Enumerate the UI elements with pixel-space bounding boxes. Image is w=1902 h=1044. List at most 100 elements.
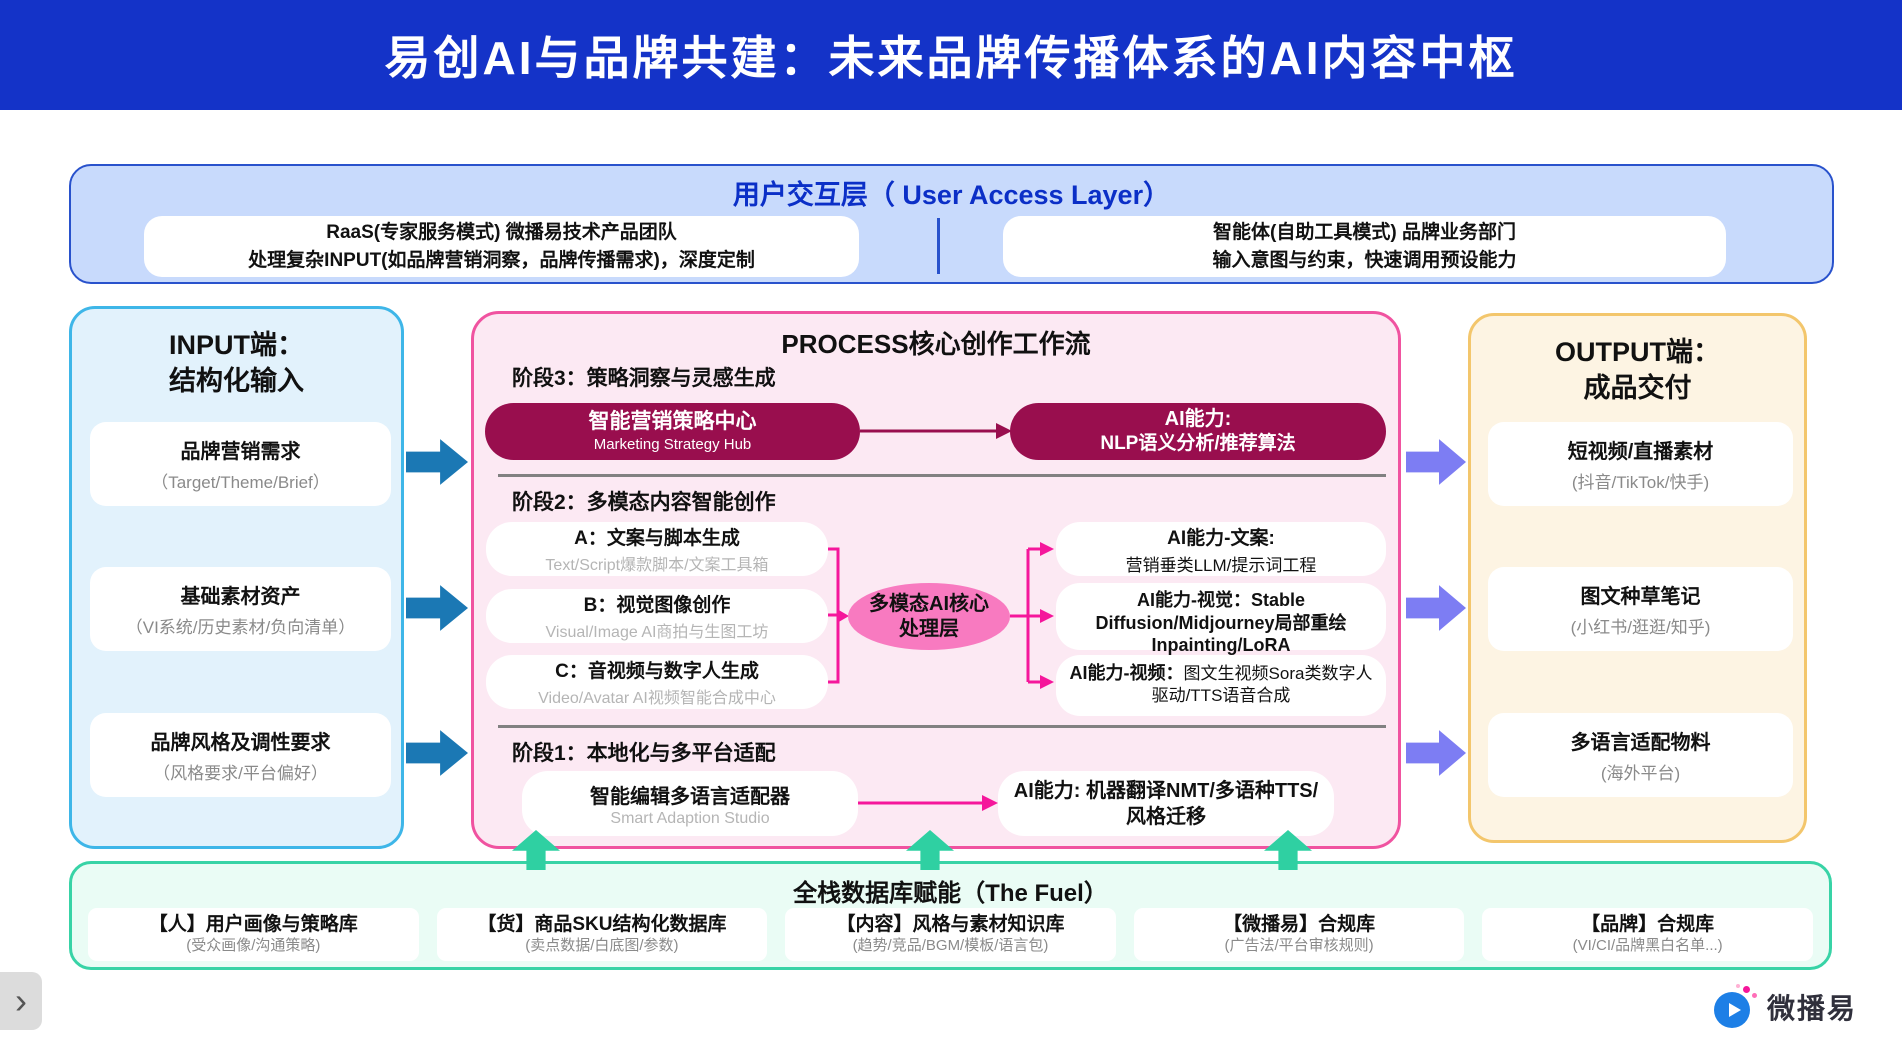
pill-subtitle: NLP语义分析/推荐算法	[1100, 433, 1296, 455]
box-title: 多语言适配物料	[1570, 732, 1711, 754]
agent-line1: 智能体(自助工具模式) 品牌业务部门	[1213, 221, 1516, 243]
box-subtitle: (卖点数据/白底图/参数)	[525, 937, 679, 954]
input-box-brand-demand: 品牌营销需求 （Target/Theme/Brief）	[90, 422, 391, 506]
page-title: 易创AI与品牌共建：未来品牌传播体系的AI内容中枢	[384, 32, 1518, 84]
stage-divider-bottom	[498, 725, 1386, 728]
ability-box-visual: AI能力-视觉：Stable Diffusion/Midjourney局部重绘 …	[1056, 583, 1386, 655]
fuel-box-content: 【内容】风格与素材知识库 (趋势/竞品/BGM/模板/语言包)	[785, 908, 1116, 961]
box-title: 基础素材资产	[180, 586, 301, 608]
box-title: AI能力-文案:	[1167, 527, 1275, 549]
process-panel: PROCESS核心创作工作流 阶段3：策略洞察与灵感生成 智能营销策略中心 Ma…	[471, 311, 1401, 849]
box-title: 品牌营销需求	[180, 441, 301, 463]
fuel-box-brand-compliance: 【品牌】合规库 (VI/CI/品牌黑白名单...)	[1482, 908, 1813, 961]
play-button-icon	[1712, 984, 1758, 1030]
box-title: 智能编辑多语言适配器	[590, 785, 790, 808]
box-subtitle: (广告法/平台审核规则)	[1224, 937, 1374, 954]
flow-arrow-output-1	[1406, 439, 1466, 485]
input-title-line2: 结构化输入	[169, 366, 304, 397]
box-title: 【货】商品SKU结构化数据库	[477, 914, 727, 936]
box-title: AI能力-视频：	[1069, 663, 1184, 683]
raas-mode-box: RaaS(专家服务模式) 微播易技术产品团队 处理复杂INPUT(如品牌营销洞察…	[144, 216, 859, 277]
stage3-label: 阶段3：策略洞察与灵感生成	[512, 367, 776, 390]
box-title: AI能力: 机器翻译NMT/多语种TTS/风格迁移	[1013, 779, 1319, 828]
logo-dot	[1752, 993, 1757, 998]
output-title-line1: OUTPUT端：	[1555, 337, 1720, 367]
input-title-line1: INPUT端：	[169, 330, 304, 360]
mode-box-video-avatar: C：音视频与数字人生成 Video/Avatar AI视频智能合成中心	[486, 655, 828, 709]
raas-line1: RaaS(专家服务模式) 微播易技术产品团队	[326, 221, 677, 243]
pill-title: 智能营销策略中心	[588, 410, 757, 434]
box-subtitle: (海外平台)	[1600, 764, 1681, 783]
input-box-brand-style: 品牌风格及调性要求 （风格要求/平台偏好）	[90, 713, 391, 797]
box-title: 【人】用户画像与策略库	[148, 914, 358, 936]
core-line2: 处理层	[899, 617, 959, 640]
vertical-divider	[937, 218, 940, 274]
user-access-layer-panel: 用户交互层（ User Access Layer） RaaS(专家服务模式) 微…	[69, 164, 1834, 284]
box-title: A：文案与脚本生成	[574, 528, 740, 549]
input-panel: INPUT端： 结构化输入 品牌营销需求 （Target/Theme/Brief…	[69, 306, 404, 849]
box-subtitle: Visual/Image AI商拍与生图工坊	[545, 624, 769, 641]
marketing-strategy-hub-pill: 智能营销策略中心 Marketing Strategy Hub	[485, 403, 860, 460]
logo-text: 微播易	[1767, 993, 1858, 1024]
logo-dot	[1736, 984, 1740, 988]
box-subtitle: 营销垂类LLM/提示词工程	[1125, 555, 1317, 575]
box-subtitle: Smart Adaption Studio	[610, 809, 770, 827]
input-panel-title: INPUT端： 结构化输入	[72, 327, 401, 400]
user-access-layer-title: 用户交互层（ User Access Layer）	[732, 180, 1171, 210]
weiboyi-logo: 微播易	[1712, 984, 1857, 1030]
box-title: 图文种草笔记	[1580, 586, 1701, 608]
prev-slide-button[interactable]: ›	[0, 972, 42, 1030]
box-title: B：视觉图像创作	[583, 595, 731, 616]
agent-mode-box: 智能体(自助工具模式) 品牌业务部门 输入意图与约束，快速调用预设能力	[1003, 216, 1726, 277]
agent-line2: 输入意图与约束，快速调用预设能力	[1212, 249, 1517, 271]
fuel-panel-title: 全栈数据库赋能（The Fuel）	[793, 880, 1108, 907]
output-box-notes: 图文种草笔记 (小红书/逛逛/知乎)	[1488, 567, 1793, 651]
box-title: 短视频/直播素材	[1567, 441, 1714, 463]
fuel-box-goods: 【货】商品SKU结构化数据库 (卖点数据/白底图/参数)	[436, 908, 768, 961]
flow-arrow-input-2	[406, 585, 468, 631]
box-subtitle: （风格要求/平台偏好）	[153, 764, 328, 783]
box-subtitle: (受众画像/沟通策略)	[186, 937, 321, 954]
fuel-box-wby-compliance: 【微播易】合规库 (广告法/平台审核规则)	[1133, 908, 1465, 961]
stage-divider-top	[498, 474, 1386, 477]
box-title: 【品牌】合规库	[1581, 914, 1715, 936]
box-subtitle: （Target/Theme/Brief）	[151, 473, 330, 492]
box-subtitle: (小红书/逛逛/知乎)	[1570, 618, 1711, 637]
box-subtitle: （VI系统/历史素材/负向清单）	[125, 618, 356, 637]
box-subtitle: Text/Script爆款脚本/文案工具箱	[545, 557, 769, 574]
fuel-row: 【人】用户画像与策略库 (受众画像/沟通策略) 【货】商品SKU结构化数据库 (…	[88, 908, 1813, 961]
logo-dot	[1743, 986, 1750, 993]
chevron-right-icon: ›	[15, 980, 27, 1021]
ability-box-video: AI能力-视频：图文生视频Sora类数字人驱动/TTS语音合成	[1056, 655, 1386, 716]
box-subtitle: 图文生视频Sora类数字人驱动/TTS语音合成	[1151, 664, 1373, 706]
output-title-line2: 成品交付	[1583, 373, 1692, 404]
smart-adaption-studio-box: 智能编辑多语言适配器 Smart Adaption Studio	[522, 771, 858, 836]
pill-subtitle: Marketing Strategy Hub	[593, 436, 752, 454]
mode-box-visual-image: B：视觉图像创作 Visual/Image AI商拍与生图工坊	[486, 589, 828, 643]
mode-box-text-script: A：文案与脚本生成 Text/Script爆款脚本/文案工具箱	[486, 522, 828, 576]
flow-arrow-input-1	[406, 439, 468, 485]
process-title: PROCESS核心创作工作流	[781, 329, 1091, 359]
flow-arrow-output-3	[1406, 730, 1466, 776]
multimodal-ai-core-node: 多模态AI核心 处理层	[848, 583, 1010, 650]
stage1-label: 阶段1：本地化与多平台适配	[512, 742, 776, 765]
ability-box-copywriting: AI能力-文案: 营销垂类LLM/提示词工程	[1056, 522, 1386, 576]
box-title: C：音视频与数字人生成	[555, 661, 759, 682]
box-subtitle: (趋势/竞品/BGM/模板/语言包)	[852, 937, 1049, 954]
raas-line2: 处理复杂INPUT(如品牌营销洞察，品牌传播需求)，深度定制	[248, 249, 755, 271]
fuel-box-people: 【人】用户画像与策略库 (受众画像/沟通策略)	[88, 908, 419, 961]
nlp-ability-pill: AI能力: NLP语义分析/推荐算法	[1010, 403, 1386, 460]
box-subtitle: Video/Avatar AI视频智能合成中心	[538, 690, 776, 707]
output-panel: OUTPUT端： 成品交付 短视频/直播素材 (抖音/TikTok/快手) 图文…	[1468, 313, 1807, 843]
output-box-short-video: 短视频/直播素材 (抖音/TikTok/快手)	[1488, 422, 1793, 506]
box-title: AI能力-视觉：Stable Diffusion/Midjourney局部重绘 …	[1095, 590, 1347, 655]
flow-arrow-input-3	[406, 730, 468, 776]
nmt-ability-box: AI能力: 机器翻译NMT/多语种TTS/风格迁移	[998, 771, 1334, 836]
stage2-label: 阶段2：多模态内容智能创作	[512, 491, 776, 514]
output-panel-title: OUTPUT端： 成品交付	[1471, 334, 1804, 407]
output-box-multilingual: 多语言适配物料 (海外平台)	[1488, 713, 1793, 797]
fuel-panel: 全栈数据库赋能（The Fuel） 【人】用户画像与策略库 (受众画像/沟通策略…	[69, 861, 1832, 970]
box-title: 【微播易】合规库	[1223, 914, 1376, 936]
title-bar: 易创AI与品牌共建：未来品牌传播体系的AI内容中枢	[0, 0, 1902, 110]
